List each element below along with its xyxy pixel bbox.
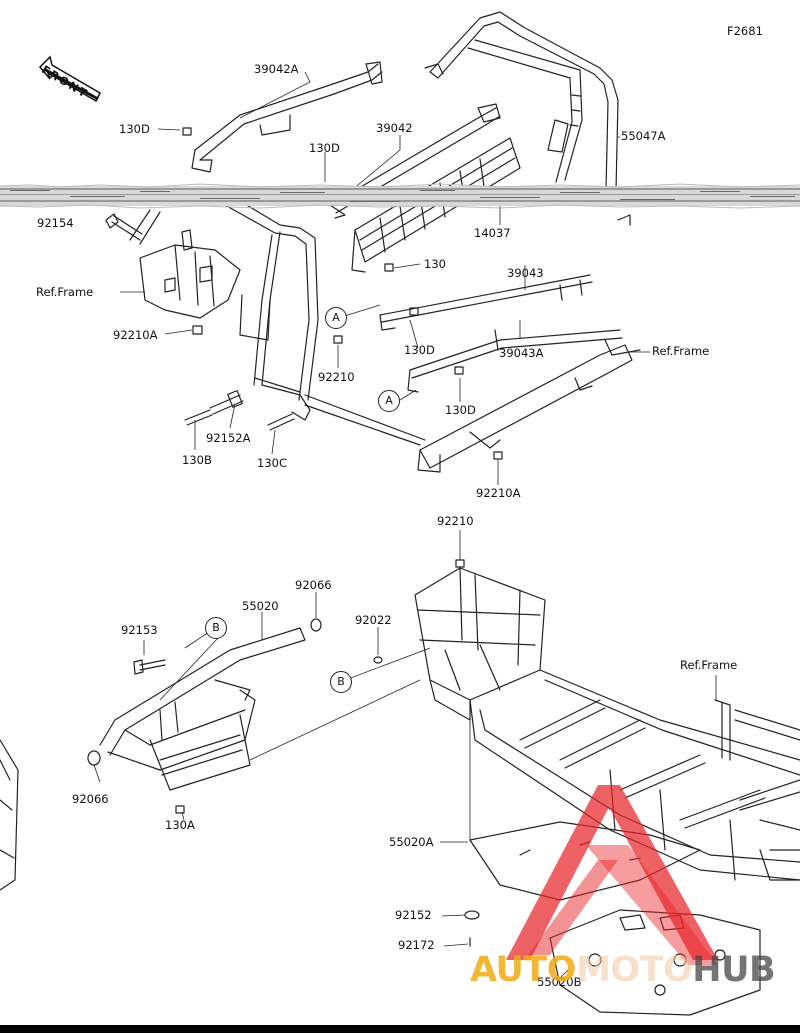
label-130A: 130A — [165, 818, 195, 832]
washer-92152 — [464, 910, 480, 920]
pins-lower — [184, 390, 295, 431]
label-92210A: 92210A — [113, 328, 158, 342]
label-39042: 39042 — [376, 121, 413, 135]
label-55020: 55020 — [242, 599, 279, 613]
label-130C: 130C — [257, 456, 287, 470]
label-39042A: 39042A — [254, 62, 299, 76]
label-92172: 92172 — [398, 938, 435, 952]
callout-a-bottom: A — [378, 390, 400, 412]
bar-39042A — [191, 61, 383, 173]
label-92210: 92210 — [318, 370, 355, 384]
partial-frame-left — [0, 739, 19, 891]
bar-39043 — [379, 274, 593, 331]
label-130D: 130D — [445, 403, 476, 417]
bar-39043A — [407, 329, 623, 393]
bumper-55020 — [99, 627, 306, 791]
bolt-92154 — [105, 213, 143, 241]
front-arrow-icon — [38, 55, 101, 103]
label-ref-frame: Ref.Frame — [680, 658, 738, 672]
callout-b-left: B — [205, 617, 227, 639]
bracket-plate — [139, 229, 241, 319]
label-92210A: 92210A — [476, 486, 521, 500]
label-130B: 130B — [182, 453, 212, 467]
torn-divider-band — [0, 183, 800, 209]
cap-92066-left — [87, 750, 101, 766]
nut-130A — [175, 805, 185, 814]
watermark-text: AUTOMOTOHUB — [470, 950, 776, 990]
label-14037: 14037 — [474, 226, 511, 240]
figure-code: F2681 — [727, 24, 763, 38]
label-130: 130 — [424, 257, 446, 271]
nut-92210 — [455, 559, 465, 568]
bottom-edge-bar — [0, 1025, 800, 1033]
cage-center — [129, 194, 426, 446]
label-92066: 92066 — [295, 578, 332, 592]
label-39043A: 39043A — [499, 346, 544, 360]
label-130D: 130D — [404, 343, 435, 357]
callout-a-top: A — [325, 307, 347, 329]
nuts-top — [182, 127, 503, 460]
label-92154: 92154 — [37, 216, 74, 230]
label-92152: 92152 — [395, 908, 432, 922]
bolt-92153 — [133, 659, 166, 675]
label-92210: 92210 — [437, 514, 474, 528]
label-39043: 39043 — [507, 266, 544, 280]
label-55020B: 55020B — [537, 975, 582, 989]
label-130D: 130D — [119, 122, 150, 136]
cap-92066-right — [310, 618, 322, 632]
washer-92022 — [373, 656, 383, 664]
label-92153: 92153 — [121, 623, 158, 637]
label-130D: 130D — [309, 141, 340, 155]
label-ref-frame: Ref.Frame — [652, 344, 710, 358]
label-92066: 92066 — [72, 792, 109, 806]
label-ref-frame: Ref.Frame — [36, 285, 94, 299]
label-92152A: 92152A — [206, 431, 251, 445]
main-frame — [414, 567, 800, 881]
label-55047A: 55047A — [621, 129, 666, 143]
roll-bar-55047A — [424, 11, 619, 191]
label-92022: 92022 — [355, 613, 392, 627]
skid-plate-55020A — [469, 821, 701, 901]
bar-39042 — [329, 103, 501, 214]
lower-crossmember — [417, 214, 641, 473]
leader-lines — [93, 71, 717, 979]
callout-b-right: B — [330, 671, 352, 693]
label-55020A: 55020A — [389, 835, 434, 849]
